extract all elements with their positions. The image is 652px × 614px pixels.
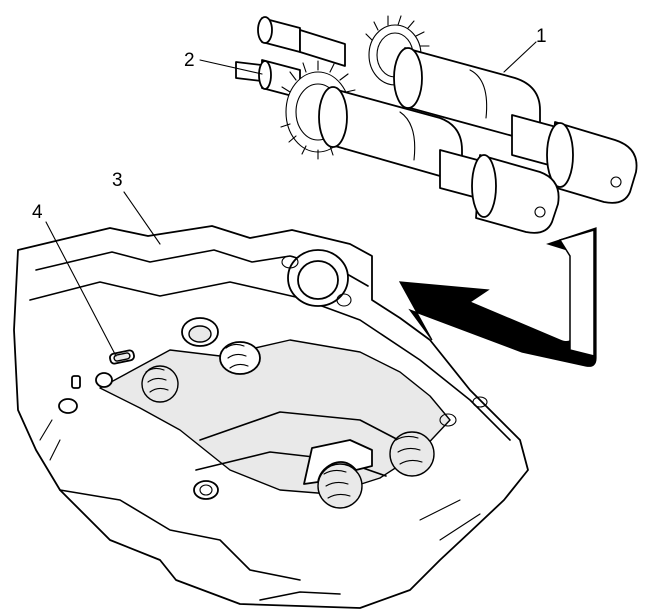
install-direction-arrow	[398, 227, 597, 367]
callout-3-label: 3	[112, 170, 123, 191]
camshaft-rear	[257, 15, 638, 204]
callout-2-label: 2	[184, 50, 195, 71]
callout-4-label: 4	[32, 202, 43, 223]
callout-leaders	[45, 41, 537, 357]
camshaft-journal-bores	[141, 317, 435, 509]
callout-1-label: 1	[536, 26, 547, 47]
oil-hole	[109, 349, 135, 365]
camshaft-assembly	[235, 15, 638, 234]
cylinder-head	[13, 225, 529, 609]
